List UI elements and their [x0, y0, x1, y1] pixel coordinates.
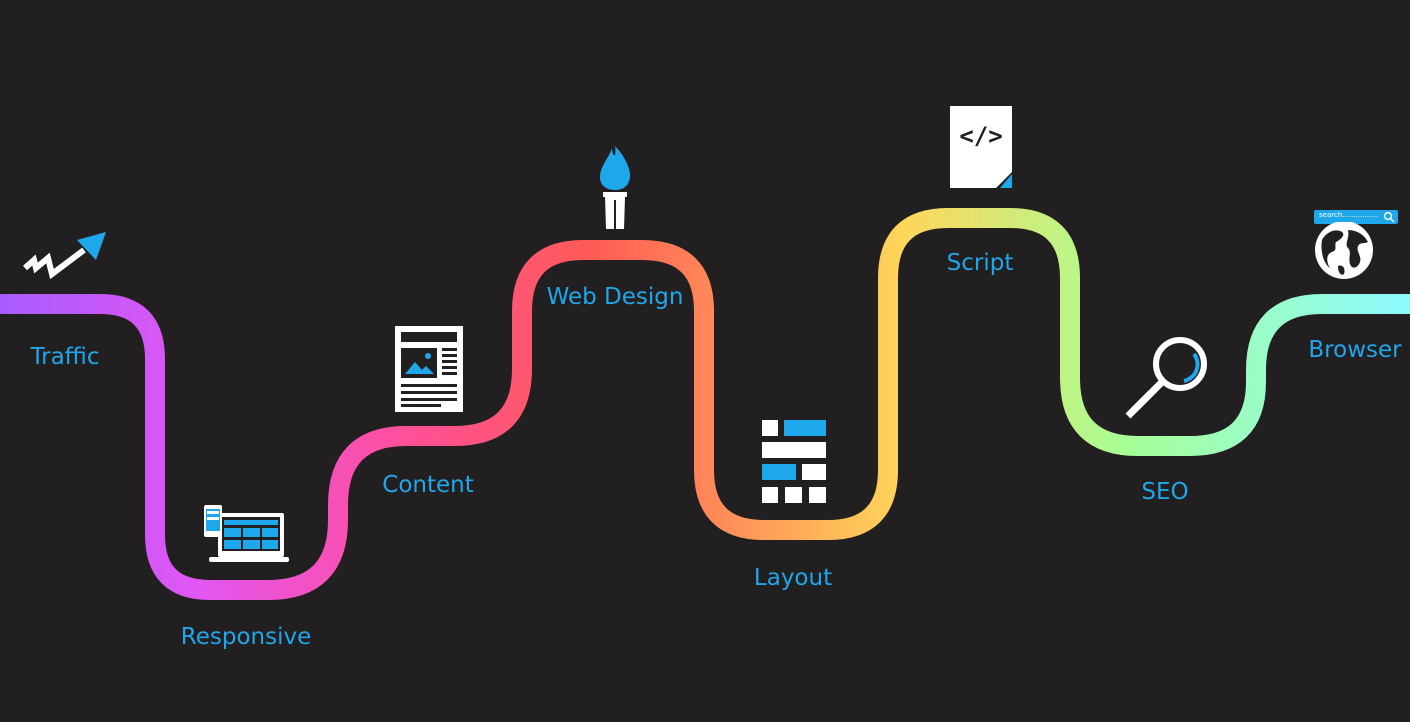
- search-icon: [1383, 211, 1395, 223]
- globe-icon: [1315, 222, 1373, 279]
- step-label-layout: Layout: [753, 565, 833, 591]
- browser-search-bar: search................: [1314, 210, 1398, 224]
- paintbrush-icon: [600, 146, 631, 229]
- step-label-web-design: Web Design: [546, 284, 684, 310]
- step-label-script: Script: [946, 250, 1014, 276]
- step-label-seo: SEO: [1141, 479, 1189, 505]
- browser-search-placeholder: search................: [1319, 211, 1378, 219]
- grid-blocks-icon: [762, 420, 826, 503]
- document-image-icon: [395, 326, 463, 412]
- devices-icon: [204, 505, 289, 562]
- step-label-content: Content: [382, 472, 474, 498]
- magnifier-icon: [1125, 337, 1207, 419]
- step-label-responsive: Responsive: [180, 624, 312, 650]
- arrow-up-trend-icon: [23, 232, 106, 280]
- code-file-icon: </>: [950, 106, 1014, 190]
- globe-search-icon: search................: [1314, 208, 1398, 280]
- code-symbol: </>: [959, 122, 1003, 150]
- step-label-browser: Browser: [1308, 337, 1402, 363]
- roadmap-line: [0, 208, 1410, 600]
- step-label-traffic: Traffic: [30, 344, 100, 370]
